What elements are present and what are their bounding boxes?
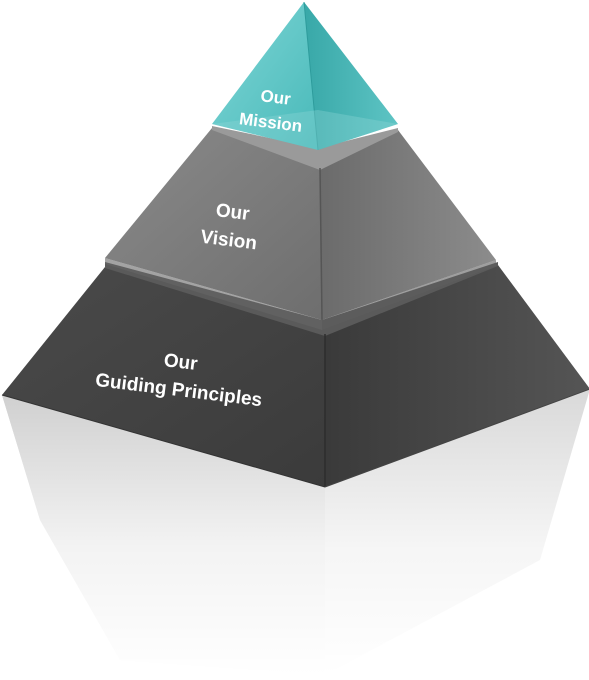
- pyramid-reflection: [0, 389, 589, 675]
- tier-guiding-principles-left-face: [2, 267, 325, 487]
- tier-vision-left-face: [105, 128, 322, 320]
- tier-vision-label-line1: Our: [215, 200, 252, 225]
- tier-guiding-principles-right-face: [325, 265, 589, 487]
- tier-mission-right-face: [304, 2, 398, 150]
- tier-vision-right-face: [320, 130, 496, 320]
- tier-guiding-principles-label-line1: Our: [163, 350, 200, 375]
- tier-mission: [212, 1, 398, 151]
- tier-vision: [105, 126, 496, 330]
- tier-guiding-principles: [1, 262, 589, 488]
- tier-mission-left-face: [212, 2, 318, 150]
- tier-vision-top-band: [212, 126, 398, 170]
- tier-mission-label-line1: Our: [260, 86, 293, 109]
